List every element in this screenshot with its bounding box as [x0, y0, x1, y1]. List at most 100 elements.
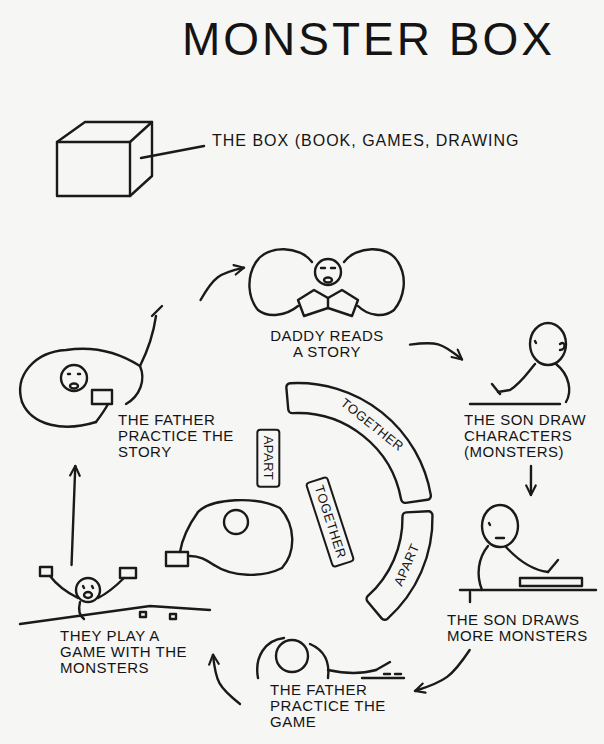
caption-holder: THE FATHER PRACTICE THE GAME: [270, 682, 392, 730]
son-drawing-more-sketch: [548, 560, 558, 572]
playing-sketch: [170, 614, 176, 619]
playing-sketch: [20, 567, 210, 624]
playing-sketch: [98, 578, 124, 598]
step-node: DADDY READS A STORY: [244, 238, 410, 373]
father-son-sketch: [166, 552, 188, 566]
straight-band: APART: [256, 429, 280, 488]
father-story-sketch: [22, 402, 96, 427]
son-drawing-more-sketch: [469, 592, 471, 602]
daddy-reading-sketch: [321, 267, 335, 269]
father-game-sketch: [376, 662, 390, 670]
band-outline: [282, 379, 435, 507]
father-game-sketch: [257, 638, 284, 678]
father-story-sketch: [20, 306, 162, 427]
flow-arrow: [415, 650, 470, 691]
father-game-sketch: [257, 638, 404, 678]
box-cube: [57, 122, 152, 142]
flow-arrow: [530, 466, 532, 495]
caption-holder: THE FATHER PRACTICE THE STORY: [118, 412, 240, 460]
arc-band: TOGETHER: [282, 379, 435, 507]
father-story-sketch: [126, 366, 142, 404]
father-story-sketch: [140, 316, 156, 366]
son-drawing-sketch: [470, 403, 560, 405]
leader-line: [141, 146, 204, 158]
daddy-reading-sketch: [249, 249, 312, 315]
band-label: APART: [261, 436, 275, 481]
father-son-sketch: [190, 556, 214, 565]
son-drawing-more-sketch: [460, 505, 596, 602]
arc-band: APART: [361, 507, 437, 625]
band-outline: [287, 383, 432, 503]
son-drawing-sketch: [470, 323, 569, 404]
playing-sketch: [84, 592, 92, 598]
label-holder: THE BOX (BOOK, GAMES, DRAWING: [212, 131, 520, 150]
playing-sketch: [83, 586, 93, 588]
leader-line: [141, 146, 204, 158]
son-drawing-more-sketch: [460, 589, 596, 591]
playing-sketch: [50, 576, 78, 598]
flow-arrow: [201, 268, 244, 300]
daddy-reading-sketch: [324, 278, 332, 283]
daddy-reading-sketch: [315, 259, 341, 285]
son-drawing-sketch: [556, 364, 569, 402]
son-drawing-sketch: [492, 384, 500, 394]
son-drawing-sketch: [498, 364, 535, 392]
father-game-sketch: [328, 670, 376, 673]
father-game-sketch: [362, 677, 404, 679]
diagram-title: MONSTER BOX: [182, 12, 555, 66]
father-story-sketch: [152, 306, 162, 316]
caption-holder: THE SON DRAW CHARACTERS (MONSTERS): [464, 412, 598, 460]
son-drawing-more-sketch: [479, 546, 488, 590]
flow-arrow: [72, 466, 76, 565]
daddy-reading-sketch: [344, 249, 404, 315]
step-node: THEY PLAY A GAME WITH THE MONSTERS: [8, 565, 213, 683]
father-son-sketch: [224, 510, 248, 534]
playing-sketch: [76, 578, 100, 602]
daddy-reading-sketch: [249, 249, 403, 316]
father-son-sketch: [180, 512, 198, 552]
step-caption: THE SON DRAW CHARACTERS (MONSTERS): [464, 412, 598, 460]
step-node: THE FATHER PRACTICE THE GAME: [240, 634, 415, 734]
father-game-sketch: [384, 673, 401, 675]
step-node: THE FATHER PRACTICE THE STORY: [8, 300, 240, 466]
playing-sketch: [140, 612, 146, 617]
band-outline: [367, 511, 433, 620]
father-story-sketch: [61, 365, 87, 391]
son-drawing-more-sketch: [482, 505, 518, 547]
playing-sketch: [120, 568, 136, 578]
step-node: THE SON DRAW CHARACTERS (MONSTERS): [462, 318, 600, 466]
caption-holder: THE SON DRAWS MORE MONSTERS: [447, 612, 598, 644]
step-caption: THEY PLAY A GAME WITH THE MONSTERS: [60, 628, 205, 676]
box-cube: [57, 142, 130, 196]
son-drawing-more-sketch: [506, 547, 548, 572]
father-story-sketch: [92, 390, 112, 404]
father-son-sketch: [166, 500, 292, 575]
father-story-sketch: [20, 349, 140, 402]
daddy-reading-sketch: [327, 298, 329, 308]
box-cube: [57, 122, 152, 196]
son-drawing-sketch: [560, 343, 565, 350]
caption-holder: THEY PLAY A GAME WITH THE MONSTERS: [60, 628, 205, 676]
step-node: THE SON DRAWS MORE MONSTERS: [443, 495, 600, 650]
son-drawing-sketch: [530, 323, 566, 365]
band-label: TOGETHER: [312, 484, 349, 561]
playing-sketch: [40, 567, 52, 576]
father-game-sketch: [310, 644, 328, 678]
father-story-sketch: [96, 404, 108, 422]
caption-holder: DADDY READS A STORY: [265, 328, 389, 360]
daddy-reading-sketch: [298, 290, 358, 316]
father-game-sketch: [276, 640, 308, 672]
father-story-sketch: [68, 373, 80, 375]
step-caption: DADDY READS A STORY: [265, 328, 389, 360]
illustration: [20, 122, 596, 678]
son-drawing-sketch: [535, 341, 536, 343]
step-caption: THE FATHER PRACTICE THE STORY: [118, 412, 240, 460]
son-drawing-more-sketch: [496, 537, 504, 539]
playing-sketch: [20, 606, 210, 624]
son-drawing-more-sketch: [489, 523, 490, 525]
title-holder: MONSTER BOX: [182, 12, 555, 66]
step-caption: THE FATHER PRACTICE THE GAME: [270, 682, 392, 730]
box-label: THE BOX (BOOK, GAMES, DRAWING: [212, 131, 520, 150]
